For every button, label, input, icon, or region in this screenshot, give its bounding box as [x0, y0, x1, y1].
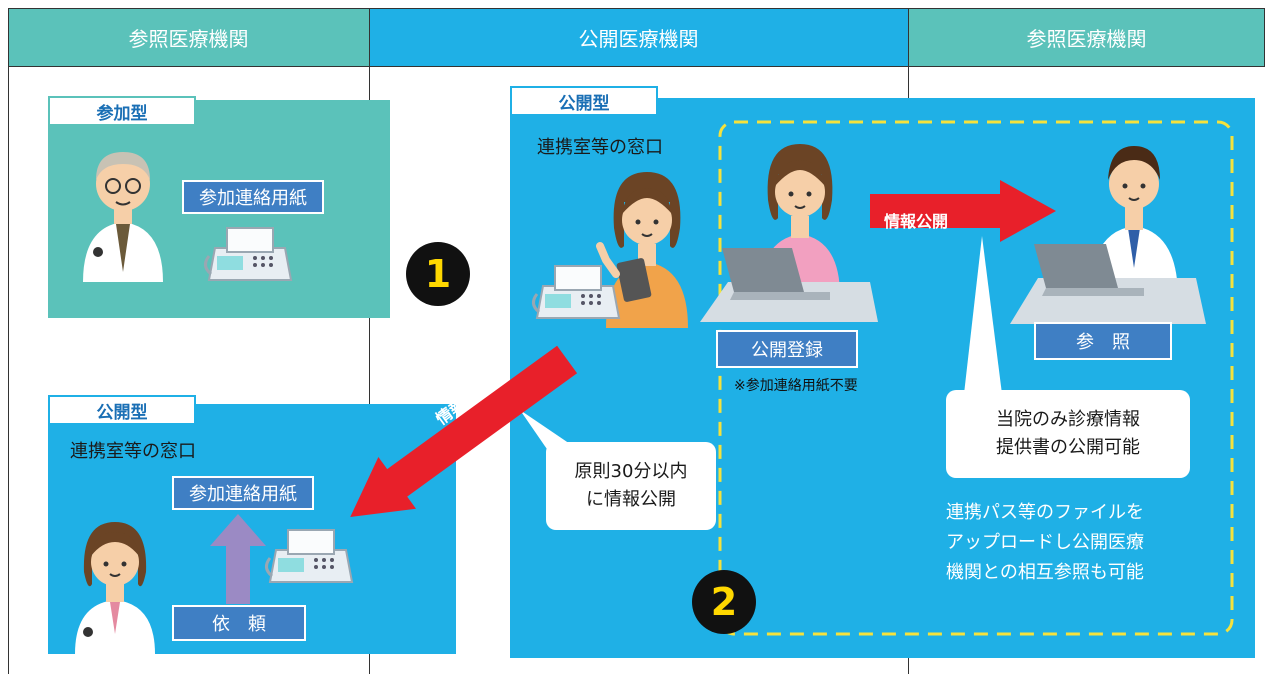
participation-form-label: 参加連絡用紙: [182, 180, 324, 214]
right-bubble-tail: [964, 236, 1002, 394]
fax-machine-icon: [204, 227, 293, 281]
divider-left: [369, 8, 370, 674]
right-description-line-2: アップロードし公開医療: [946, 532, 1144, 553]
request-label: 依 頼: [172, 605, 306, 641]
top-rule: [8, 8, 1265, 9]
doctor-at-laptop-icon: [1010, 146, 1206, 324]
nurse-doctor-icon: [75, 522, 155, 654]
fax-machine-left-icon: [265, 529, 354, 583]
no-form-required-note: ※参加連絡用紙不要: [734, 378, 858, 394]
center-info-bubble: 原則30分以内 に情報公開: [546, 442, 716, 530]
view-label: 参 照: [1034, 322, 1172, 360]
header-left: 参照医療機関: [8, 8, 369, 66]
right-border: [1264, 8, 1265, 66]
public-center-tag: 公開型: [510, 86, 658, 116]
right-bubble-line-1: 当院のみ診療情報: [996, 409, 1140, 430]
doctor-elder-icon: [83, 152, 163, 282]
participation-tag: 参加型: [48, 96, 196, 126]
public-center-window-text: 連携室等の窓口: [537, 137, 663, 158]
header-rule: [8, 66, 1265, 67]
center-bubble-line-2: に情報公開: [586, 489, 676, 510]
publish-arrow-right-label: 情報公開: [884, 212, 949, 231]
public-left-tag: 公開型: [48, 395, 196, 425]
left-border: [8, 8, 9, 674]
right-info-bubble: 当院のみ診療情報 提供書の公開可能: [946, 390, 1190, 478]
upload-arrow-icon: [210, 514, 266, 604]
header-right: 参照医療機関: [908, 8, 1265, 66]
publish-arrow-left: [350, 345, 578, 517]
right-description-line-3: 機関との相互参照も可能: [946, 562, 1144, 583]
step-badge-1: 1: [406, 242, 470, 306]
public-left-window-text: 連携室等の窓口: [70, 441, 196, 462]
clerk-at-laptop-icon: [700, 144, 878, 322]
header-center: 公開医療機関: [369, 8, 908, 66]
fax-machine-center-icon: [532, 265, 621, 319]
public-left-form-label: 参加連絡用紙: [172, 476, 314, 510]
right-bubble-line-2: 提供書の公開可能: [996, 437, 1140, 458]
right-description-line-1: 連携パス等のファイルを: [946, 502, 1144, 523]
public-register-label: 公開登録: [716, 330, 858, 368]
center-bubble-line-1: 原則30分以内: [574, 461, 688, 482]
shared-area-dashed-outline: [718, 120, 1234, 636]
nurse-with-tablet-icon: [596, 172, 688, 328]
publish-arrow-right: [870, 180, 1056, 242]
step-badge-2: 2: [692, 570, 756, 634]
